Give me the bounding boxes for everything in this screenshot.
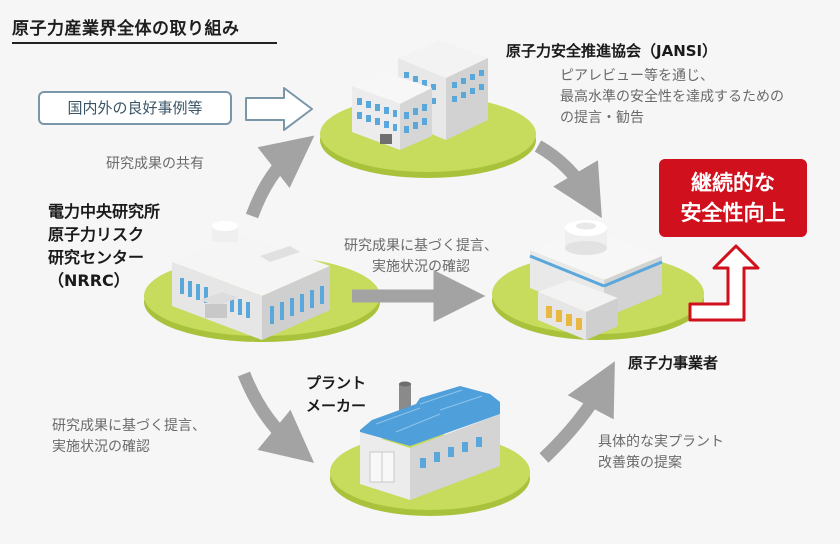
nrrc-label: 電力中央研究所 原子力リスク 研究センター （NRRC） xyxy=(48,200,160,292)
arrow-nrrc-to-jansi xyxy=(245,135,315,219)
goal-line-1: 継続的な xyxy=(691,171,775,195)
maker-proposal-line-1: 具体的な実プラント xyxy=(598,434,724,450)
nrrc-label-line-2: 原子力リスク xyxy=(48,225,145,244)
center-research-line-1: 研究成果に基づく提言、 xyxy=(344,238,498,254)
bottom-research-line-2: 実施状況の確認 xyxy=(52,439,150,455)
arrow-operator-to-goal xyxy=(688,244,760,322)
operator-label: 原子力事業者 xyxy=(628,354,719,372)
nuclear-plant-icon xyxy=(529,220,663,340)
jansi-recommendation-text: ピアレビュー等を通じ、 最高水準の安全性を達成するための の提言・勧告 xyxy=(560,66,784,129)
research-center-icon xyxy=(172,221,330,340)
good-practices-box: 国内外の良好事例等 xyxy=(38,91,232,125)
goal-line-2: 安全性向上 xyxy=(680,201,786,225)
arrow-nrrc-to-maker xyxy=(237,371,315,463)
jansi-recommendation-line-1: ピアレビュー等を通じ、 xyxy=(560,68,714,84)
center-research-line-2: 実施状況の確認 xyxy=(372,259,470,275)
center-research-flow-label: 研究成果に基づく提言、 実施状況の確認 xyxy=(336,236,506,278)
nrrc-label-line-4: （NRRC） xyxy=(48,271,130,290)
goal-box: 継続的な 安全性向上 xyxy=(659,159,807,237)
nrrc-label-line-1: 電力中央研究所 xyxy=(48,202,161,221)
jansi-recommendation-line-3: の提言・勧告 xyxy=(560,110,644,126)
factory-icon xyxy=(360,381,500,500)
bottom-research-flow-label: 研究成果に基づく提言、 実施状況の確認 xyxy=(52,416,206,458)
arrow-maker-to-operator xyxy=(539,361,615,463)
maker-proposal-flow-label: 具体的な実プラント 改善策の提案 xyxy=(598,432,724,474)
arrow-good-practices-to-jansi xyxy=(245,87,313,131)
maker-proposal-line-2: 改善策の提案 xyxy=(598,455,682,471)
plant-maker-label: プラント メーカー xyxy=(306,372,366,418)
jansi-recommendation-line-2: 最高水準の安全性を達成するための xyxy=(560,89,784,105)
share-flow-label: 研究成果の共有 xyxy=(106,156,204,172)
arrow-jansi-to-operator xyxy=(534,140,602,219)
plant-maker-line-1: プラント xyxy=(306,374,367,392)
page-title: 原子力産業界全体の取り組み xyxy=(12,19,240,39)
office-building-icon xyxy=(352,40,488,150)
title-underline xyxy=(12,42,277,44)
bottom-research-line-1: 研究成果に基づく提言、 xyxy=(52,418,206,434)
plant-maker-line-2: メーカー xyxy=(306,397,367,415)
jansi-label: 原子力安全推進協会（JANSI） xyxy=(506,42,718,60)
nrrc-label-line-3: 研究センター xyxy=(48,248,145,267)
